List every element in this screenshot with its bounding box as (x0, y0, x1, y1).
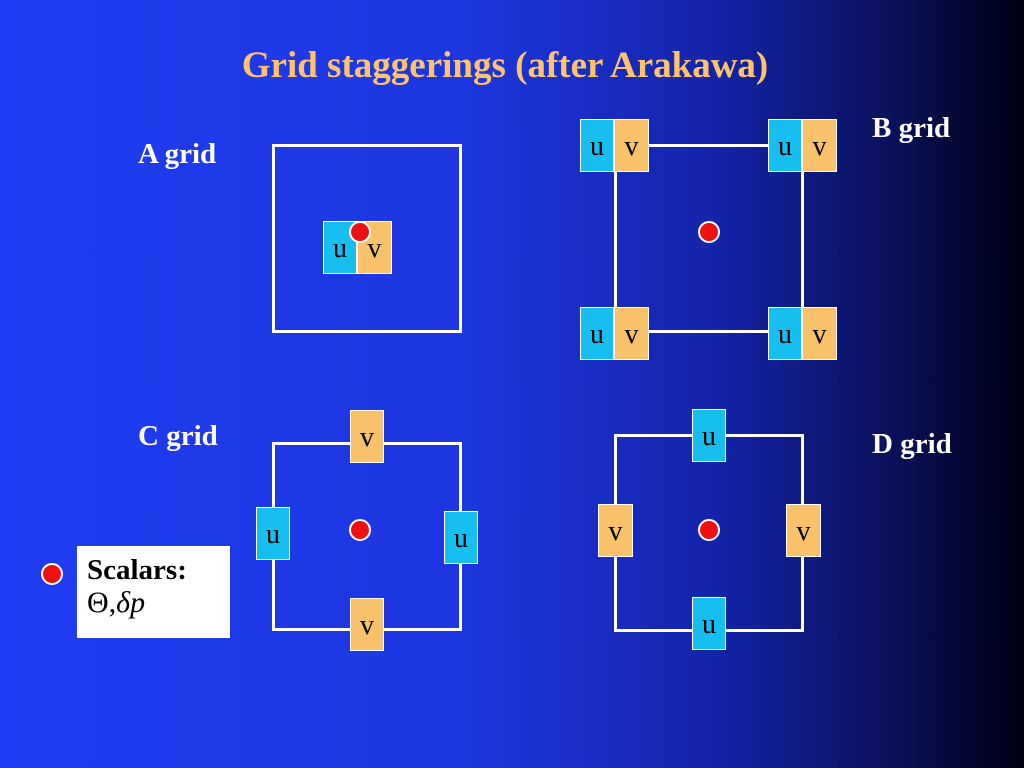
legend-title: Scalars: (87, 554, 187, 586)
d-grid-v-cell-left: v (598, 504, 633, 557)
d-grid-label: D grid (872, 428, 952, 460)
c-grid-v-cell-top: v (350, 410, 384, 463)
b-grid-scalar-dot (698, 221, 720, 243)
a-grid-label: A grid (138, 138, 217, 170)
b-grid-u-cell: u (768, 307, 802, 360)
d-grid-u-cell-top: u (692, 409, 726, 462)
c-grid-label: C grid (138, 420, 218, 452)
slide-title: Grid staggerings (after Arakawa) (241, 45, 769, 86)
delta-symbol: δ (116, 586, 131, 619)
b-grid-v-cell: v (802, 119, 837, 172)
legend-symbols: Θ,δp (87, 586, 230, 620)
c-grid-v-cell-bottom: v (350, 598, 384, 651)
legend-scalar-dot (41, 563, 63, 585)
c-grid-u-cell-right: u (444, 511, 478, 564)
legend-comma: , (108, 586, 117, 619)
d-grid-scalar-dot (698, 519, 720, 541)
b-grid-label: B grid (872, 112, 951, 144)
b-grid-v-cell: v (614, 119, 649, 172)
b-grid-u-cell: u (768, 119, 802, 172)
b-grid-frame (614, 144, 804, 333)
d-grid-u-cell-bottom: u (692, 597, 726, 650)
c-grid-u-cell-left: u (256, 507, 290, 560)
scalars-legend: Scalars: Θ,δp (77, 546, 230, 638)
pressure-symbol: p (130, 586, 146, 619)
theta-symbol: Θ (87, 586, 109, 619)
b-grid-u-cell: u (580, 307, 614, 360)
b-grid-v-cell: v (614, 307, 649, 360)
b-grid-v-cell: v (802, 307, 837, 360)
d-grid-v-cell-right: v (786, 504, 821, 557)
a-grid-scalar-dot (349, 221, 371, 243)
a-grid-frame (272, 144, 462, 333)
a-grid-u-cell: u (323, 221, 357, 274)
c-grid-scalar-dot (349, 519, 371, 541)
a-grid-v-cell: v (357, 221, 392, 274)
b-grid-u-cell: u (580, 119, 614, 172)
